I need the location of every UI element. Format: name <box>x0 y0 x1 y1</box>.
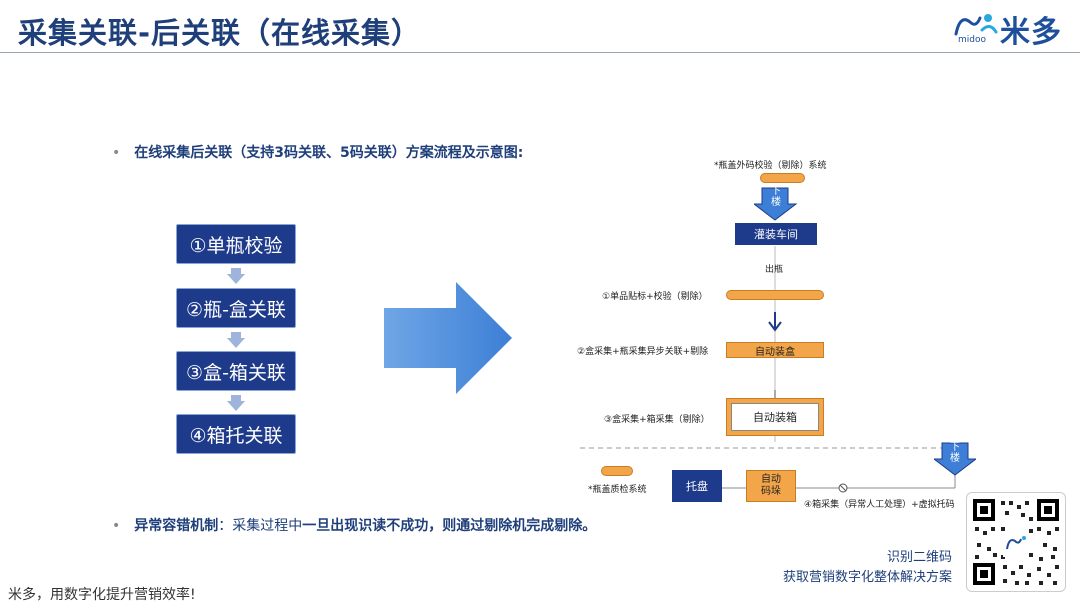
cap-quality-label: *瓶盖质检系统 <box>588 485 647 495</box>
out-bottle-label: 出瓶 <box>765 265 784 275</box>
single-label-conveyor <box>726 290 824 300</box>
error-label: 异常容错机制 <box>134 518 219 534</box>
cap-quality-marker <box>601 466 633 476</box>
single-label-text: ①单品贴标+校验（剔除） <box>602 292 708 302</box>
step-arrows <box>227 268 245 411</box>
logo-text: 米多 <box>1000 15 1062 50</box>
qr-code-icon <box>973 499 1059 585</box>
big-right-arrow-icon <box>384 282 512 394</box>
qr-caption-1: 识别二维码 <box>886 550 952 565</box>
step-case-pallet: ④箱托关联 <box>176 414 296 454</box>
footer-slogan: 米多，用数字化提升营销效率! <box>8 587 196 603</box>
down-label-1: 下 楼 <box>771 186 781 208</box>
step-bottle-box: ②瓶-盒关联 <box>176 288 296 328</box>
case-collect-label: ④箱采集（异常人工处理）+虚拟托码 <box>804 500 955 510</box>
page-title: 采集关联-后关联（在线采集） <box>18 16 422 50</box>
intro-text: 在线采集后关联（支持3码关联、5码关联）方案流程及示意图: <box>134 145 524 161</box>
step-arrow-down-icon <box>227 332 245 348</box>
step-single-bottle: ①单瓶校验 <box>176 224 296 264</box>
box-label-text: ②盒采集+瓶采集异步关联+剔除 <box>577 347 709 357</box>
case-label-text: ③盒采集+箱采集（剔除） <box>604 415 710 425</box>
auto-case-machine: 自动装箱 <box>726 398 824 436</box>
auto-stack-box: 自动 码垛 <box>746 470 796 502</box>
header-divider <box>0 52 1080 53</box>
qr-caption-2: 获取营销数字化整体解决方案 <box>782 570 952 585</box>
down-arrow-2-icon <box>934 442 976 476</box>
cap-check-marker <box>760 173 805 183</box>
intro-bullet: •在线采集后关联（支持3码关联、5码关联）方案流程及示意图: <box>112 145 524 161</box>
step-arrow-down-icon <box>227 395 245 411</box>
qr-code[interactable] <box>966 492 1066 592</box>
down-label-2: 下 楼 <box>950 442 960 464</box>
down-arrow-1-icon <box>754 187 798 221</box>
cap-check-label: *瓶盖外码校验（剔除）系统 <box>714 161 827 171</box>
auto-box-machine: 自动装盒 <box>726 342 824 358</box>
filling-workshop: 灌装车间 <box>735 223 817 245</box>
error-normal-text: 采集过程中 <box>232 518 303 534</box>
pallet-box: 托盘 <box>672 470 722 502</box>
step-box-case: ③盒-箱关联 <box>176 351 296 391</box>
error-bold-text: 一旦出现识读不成功，则通过剔除机完成剔除。 <box>302 518 597 534</box>
step-arrow-down-icon <box>227 268 245 284</box>
auto-case-label: 自动装箱 <box>731 403 819 431</box>
error-bullet: •异常容错机制：采集过程中一旦出现识读不成功，则通过剔除机完成剔除。 <box>112 518 597 534</box>
logo-subtext: midoo <box>958 35 986 45</box>
midoo-logo-icon <box>954 14 998 36</box>
